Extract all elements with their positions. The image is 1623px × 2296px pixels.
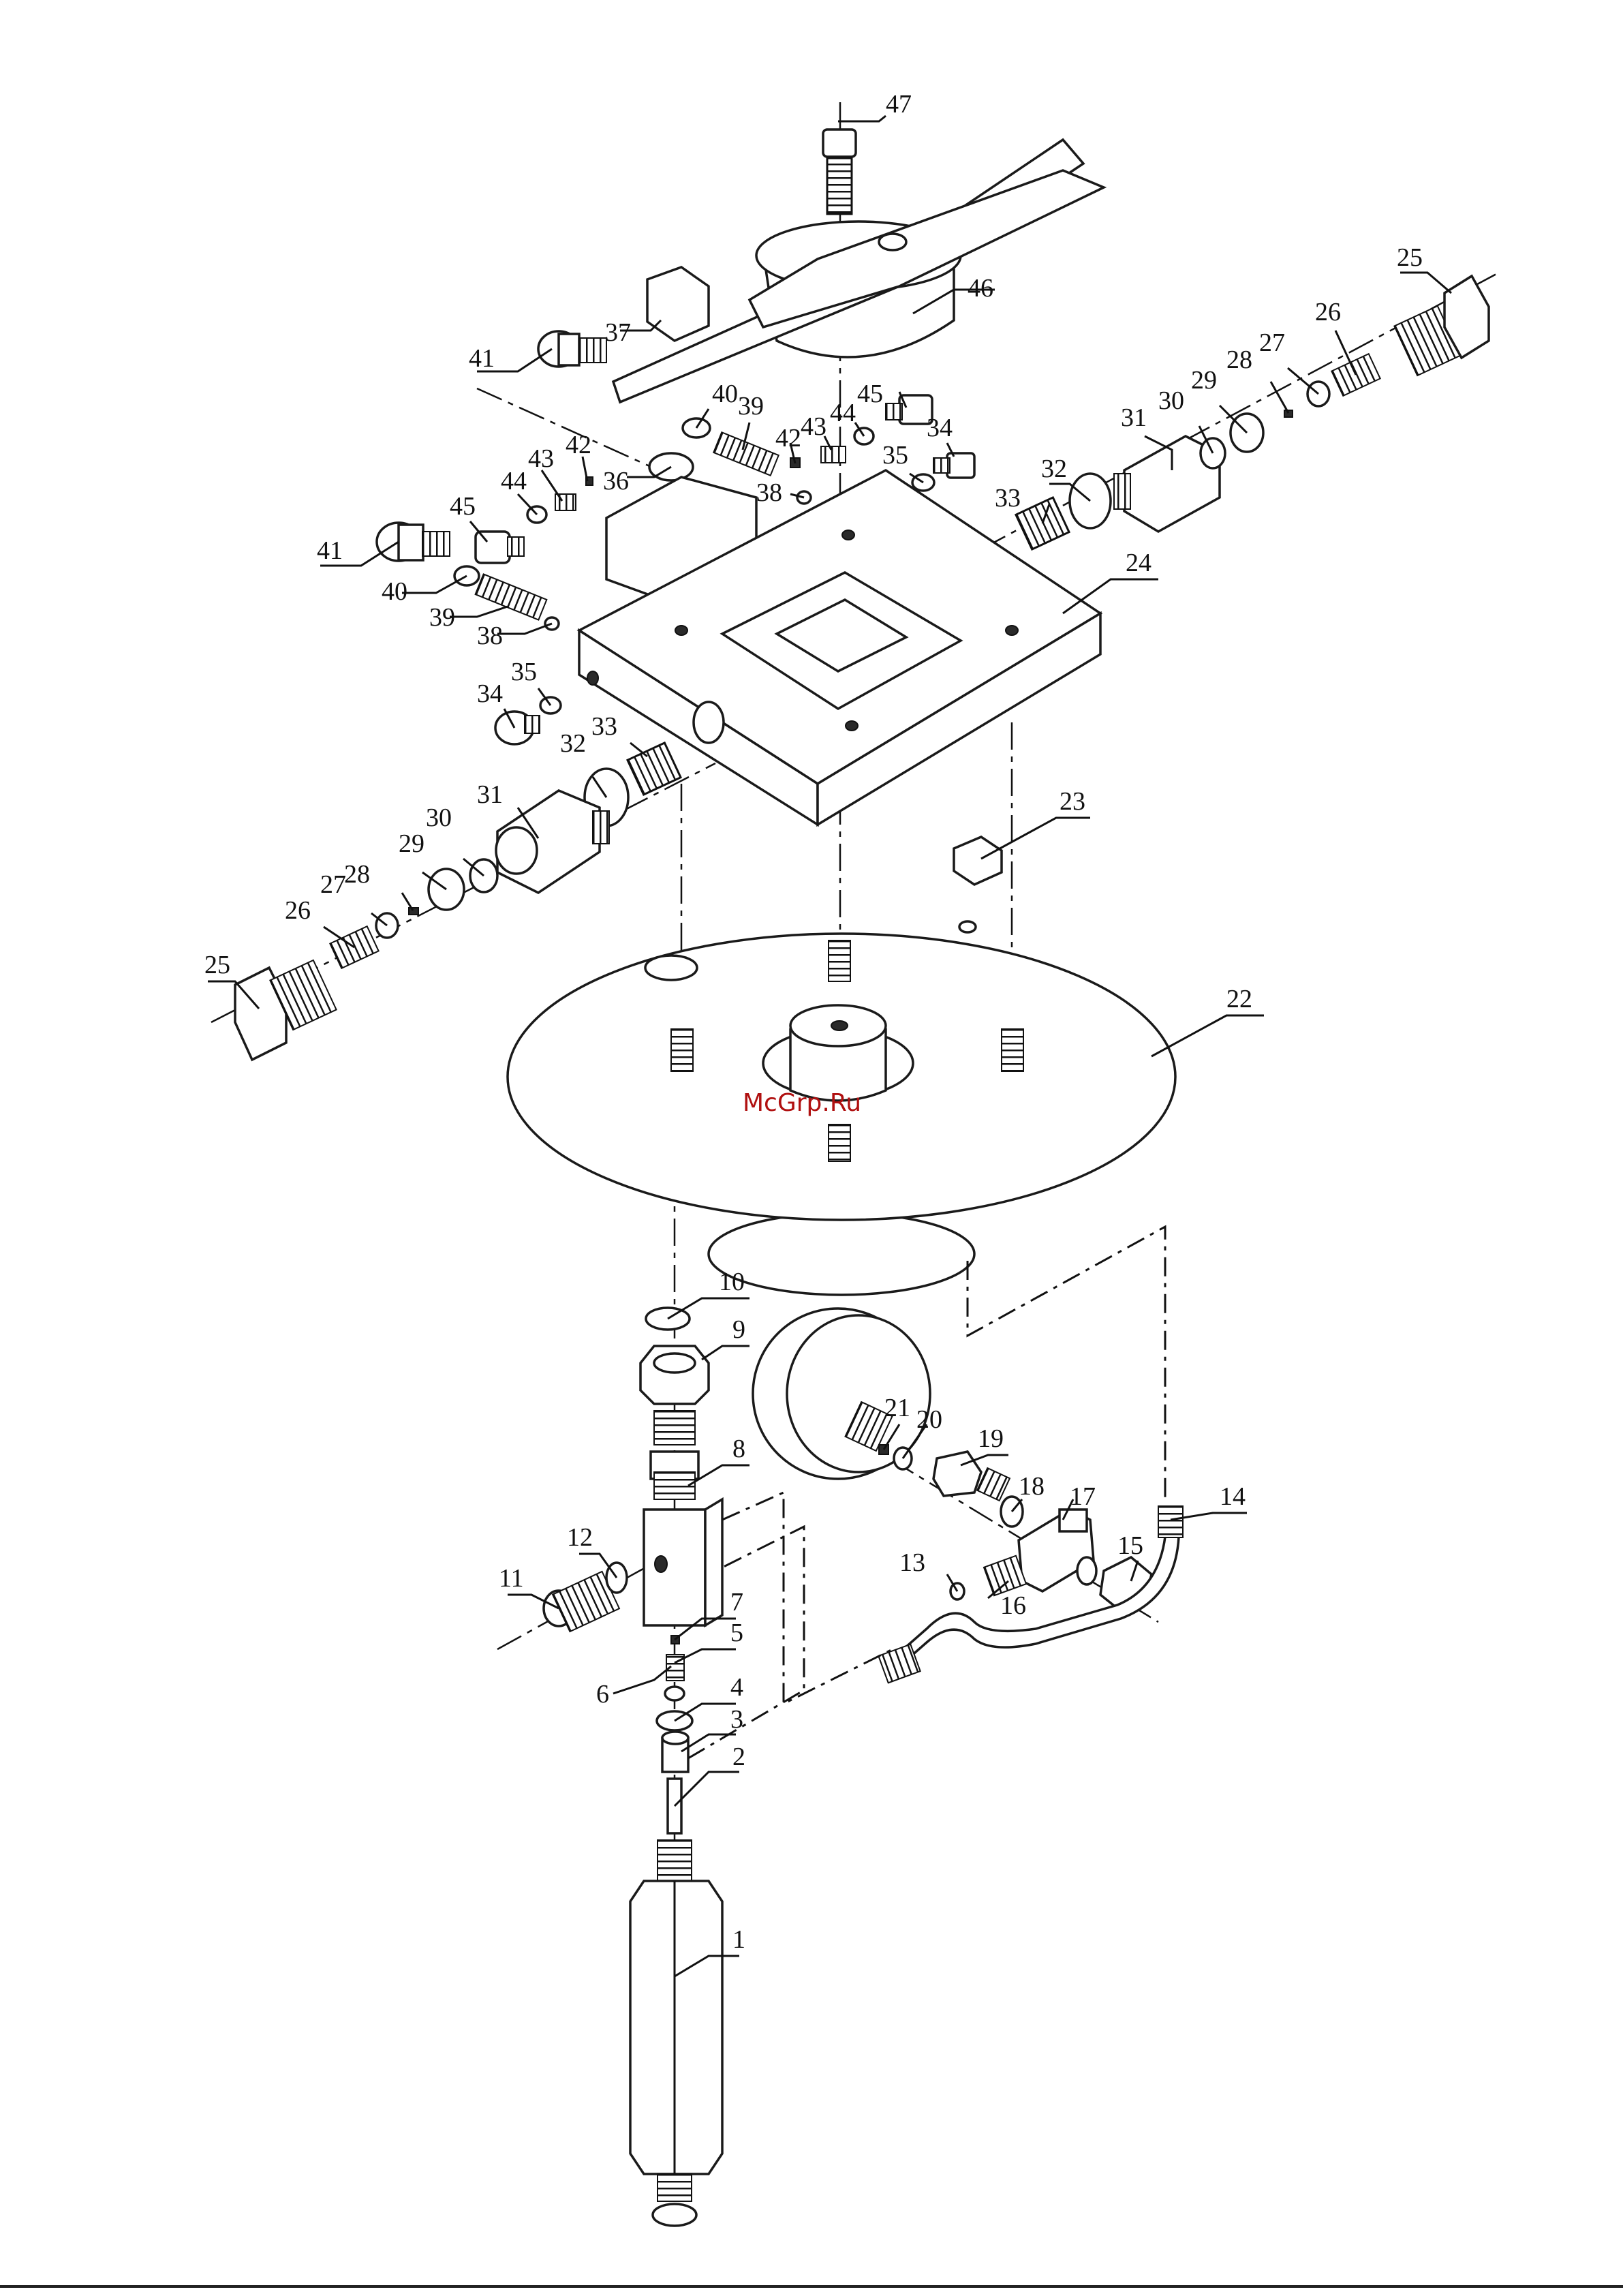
callout-3: 3 — [730, 1705, 743, 1734]
part-41-fitting-left — [377, 523, 450, 561]
callout-20: 20 — [916, 1405, 942, 1434]
callout-46: 46 — [968, 274, 993, 303]
callout-18: 18 — [1019, 1472, 1045, 1501]
callout-28: 28 — [1226, 346, 1252, 374]
callout-30: 30 — [1158, 386, 1184, 415]
watermark-text: McGrp.Ru — [743, 1089, 861, 1117]
callout-1: 1 — [732, 1925, 745, 1954]
part-33-filter-left — [628, 743, 681, 795]
callout-29: 29 — [1191, 366, 1217, 395]
callout-16: 16 — [1000, 1591, 1026, 1620]
callout-36: 36 — [603, 467, 629, 495]
callout-15: 15 — [1117, 1531, 1143, 1560]
callout-44: 44 — [501, 467, 527, 495]
stud-center-top — [829, 940, 850, 981]
callout-4: 4 — [730, 1673, 743, 1702]
callout-2: 2 — [732, 1743, 745, 1771]
part-8-tee-body — [644, 1411, 722, 1625]
stud-left — [671, 1029, 693, 1071]
callout-31: 31 — [1121, 403, 1147, 432]
part-31-coupler-left — [496, 791, 609, 893]
callout-33: 33 — [591, 712, 617, 741]
callout-35: 35 — [511, 658, 537, 686]
callout-33: 33 — [995, 484, 1021, 512]
callout-40: 40 — [712, 380, 738, 408]
part-14-hose-end — [1158, 1506, 1183, 1537]
part-19-adapter — [933, 1452, 1010, 1501]
callout-23: 23 — [1060, 787, 1085, 816]
part-37-hex-nut — [647, 267, 709, 341]
callout-6: 6 — [596, 1680, 609, 1709]
part-45-cap-upper — [886, 395, 932, 424]
part-1-filter-housing — [630, 1840, 722, 2226]
callout-14: 14 — [1220, 1482, 1246, 1511]
part-5-washer — [665, 1687, 684, 1700]
callout-47: 47 — [886, 90, 912, 119]
stud-right — [1002, 1029, 1023, 1071]
callout-32: 32 — [560, 729, 586, 758]
callout-39: 39 — [738, 392, 764, 420]
callout-7: 7 — [730, 1588, 743, 1617]
callout-43: 43 — [528, 444, 554, 473]
callout-38: 38 — [477, 622, 503, 650]
callout-37: 37 — [605, 318, 631, 347]
callout-26: 26 — [1315, 298, 1341, 326]
part-3-bushing — [662, 1732, 688, 1772]
part-25-cap-right — [1394, 276, 1489, 376]
hole-plate — [959, 921, 976, 932]
callout-31: 31 — [477, 780, 503, 809]
part-34-plug-upper — [933, 453, 974, 478]
callout-17: 17 — [1070, 1482, 1096, 1511]
callout-34: 34 — [477, 679, 503, 708]
callout-35: 35 — [882, 441, 908, 470]
callout-42: 42 — [775, 424, 801, 453]
part-47-bolt — [823, 129, 856, 214]
part-25-cap-left — [235, 960, 337, 1060]
callout-9: 9 — [732, 1315, 745, 1344]
callout-38: 38 — [756, 478, 782, 507]
stud-center-bottom — [829, 1124, 850, 1161]
connection-line-gauge — [968, 1227, 1165, 1499]
part-28-pin-left — [409, 908, 418, 915]
callout-21: 21 — [884, 1394, 910, 1422]
callout-5: 5 — [730, 1619, 743, 1647]
callout-13: 13 — [899, 1548, 925, 1577]
callout-44: 44 — [830, 399, 856, 427]
callout-43: 43 — [801, 412, 826, 441]
callout-24: 24 — [1126, 549, 1151, 577]
callout-11: 11 — [499, 1564, 524, 1593]
connection-line-tee — [722, 1493, 893, 1704]
part-43-spring-upper — [821, 446, 846, 463]
callout-25: 25 — [1397, 243, 1423, 272]
callout-30: 30 — [426, 803, 452, 832]
callout-8: 8 — [732, 1435, 745, 1463]
callout-41: 41 — [469, 344, 495, 373]
callout-12: 12 — [567, 1523, 593, 1552]
callout-40: 40 — [382, 577, 407, 606]
callout-22: 22 — [1226, 985, 1252, 1013]
callout-10: 10 — [719, 1268, 745, 1296]
callout-39: 39 — [429, 603, 455, 632]
callout-19: 19 — [978, 1424, 1004, 1453]
callout-45: 45 — [857, 380, 883, 408]
part-9-hex-nut — [640, 1346, 709, 1404]
callout-42: 42 — [566, 431, 591, 459]
callout-45: 45 — [450, 492, 476, 521]
callout-27: 27 — [320, 870, 346, 899]
callout-32: 32 — [1041, 455, 1067, 483]
callout-41: 41 — [317, 536, 343, 565]
part-34-plug-left — [495, 711, 540, 744]
callout-34: 34 — [927, 414, 953, 442]
callout-29: 29 — [399, 829, 424, 858]
part-15-oring — [1077, 1557, 1096, 1585]
callout-25: 25 — [204, 951, 230, 979]
callout-26: 26 — [285, 896, 311, 925]
part-23-nut — [954, 837, 1002, 885]
callout-27: 27 — [1259, 328, 1285, 357]
part-41-fitting-upper — [538, 331, 606, 367]
callout-28: 28 — [344, 860, 370, 889]
